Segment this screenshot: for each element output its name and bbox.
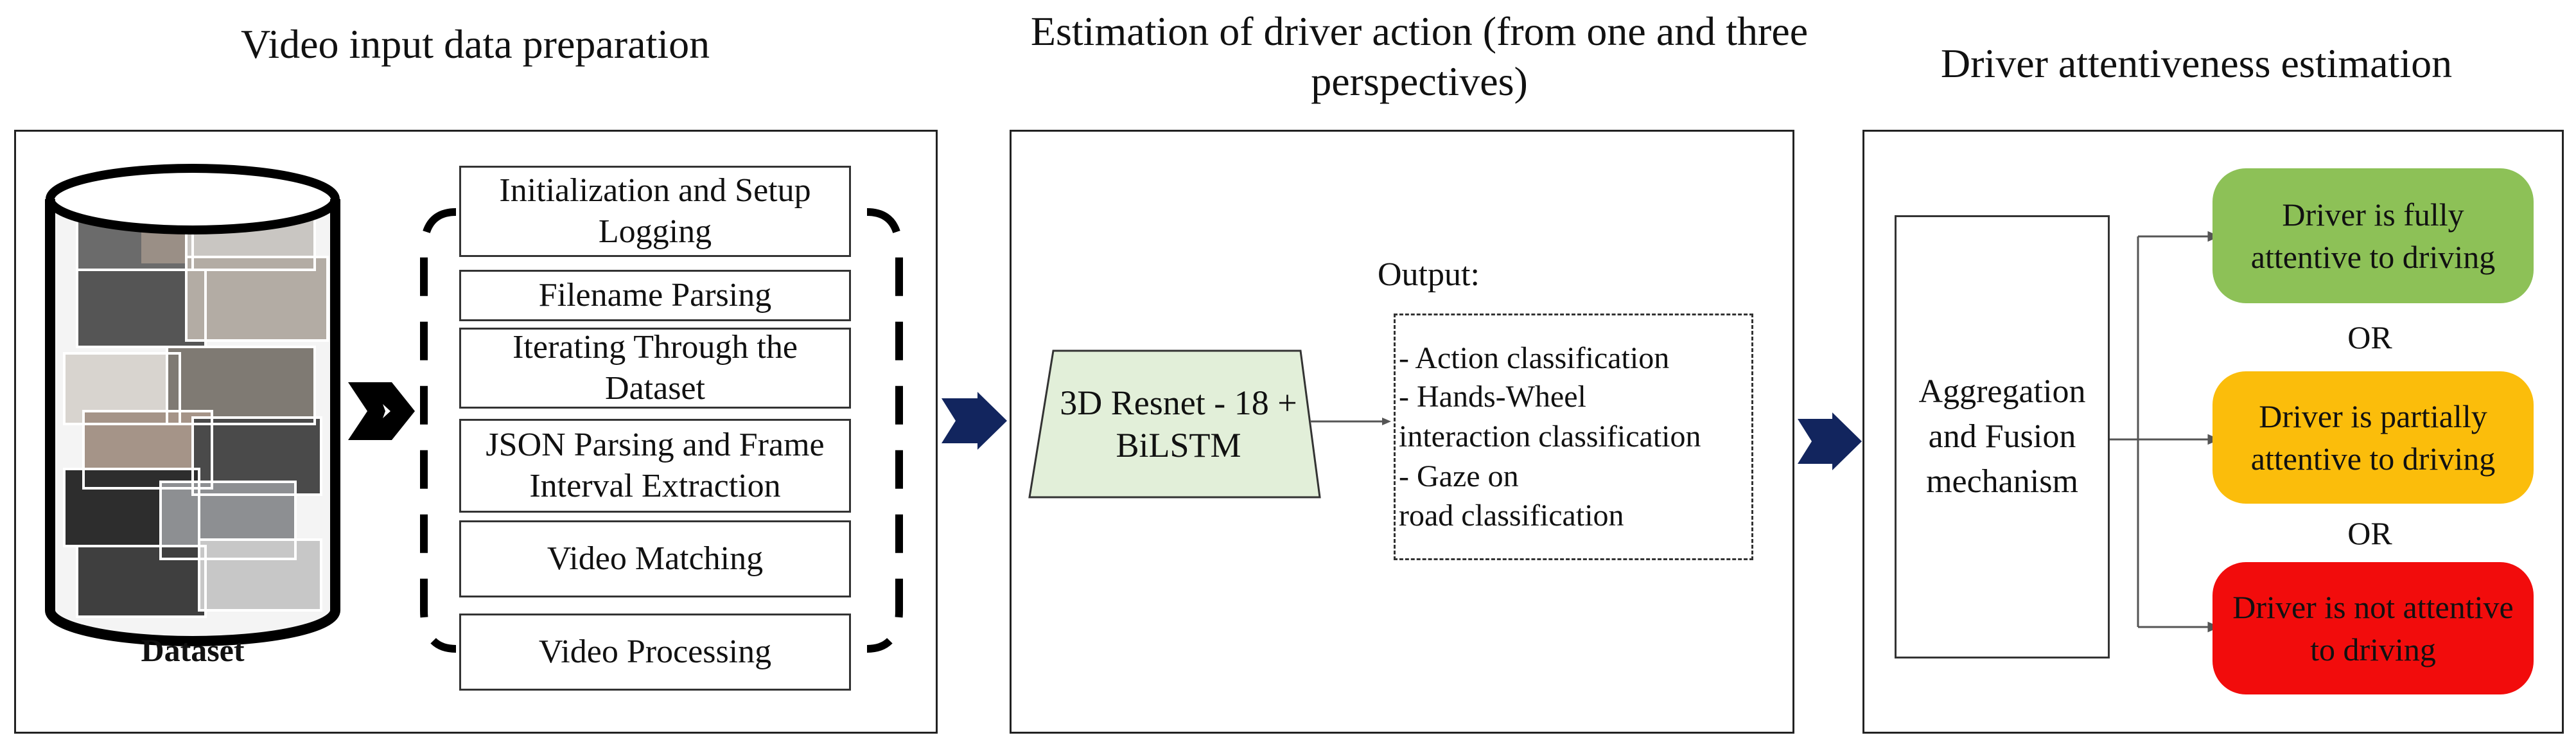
dataset-label: Dataset [141,632,245,668]
or-label-2: OR [2347,515,2392,551]
step-initialization: Initialization and Setup Logging [459,166,851,257]
outcome-not-attentive: Driver is not attentive to driving [2212,562,2534,694]
output-line-5: road classification [1399,499,1624,533]
step-filename-parsing: Filename Parsing [459,270,851,321]
step-iterating-dataset: Iterating Through the Dataset [459,328,851,409]
output-line-2: - Hands-Wheel [1399,380,1586,414]
process-bracket [420,208,903,653]
connector-arrow-icon [1310,418,1391,425]
output-title: Output: [1378,256,1480,293]
or-label-1: OR [2347,319,2392,355]
flow-arrow-icon [942,392,1007,450]
outcome-fully-attentive: Driver is fully attentive to driving [2212,168,2534,303]
dataset-cylinder-icon [45,164,340,646]
double-chevron-arrow-icon [348,382,415,440]
step-json-parsing: JSON Parsing and Frame Interval Extracti… [459,419,851,513]
step-video-matching: Video Matching [459,520,851,597]
model-trapezoid-shape [1028,349,1321,499]
section-title-attentiveness: Driver attentiveness estimation [1940,40,2453,86]
fusion-connectors [2110,231,2220,633]
output-line-4: - Gaze on [1399,459,1519,493]
model-label: 3D Resnet - 18 + BiLSTM [1060,384,1297,464]
output-line-1: - Action classification [1399,341,1670,375]
output-dashed-box [1394,314,1753,560]
section-title-driver-action: Estimation of driver action (from one an… [1030,8,1809,104]
step-video-processing: Video Processing [459,614,851,691]
flow-arrow-icon [1798,412,1862,470]
section-title-video-input: Video input data preparation [240,21,710,67]
fusion-box: Aggregation and Fusion mechanism [1895,215,2110,658]
output-line-3: interaction classification [1399,420,1701,454]
outcome-partially-attentive: Driver is partially attentive to driving [2212,371,2534,504]
